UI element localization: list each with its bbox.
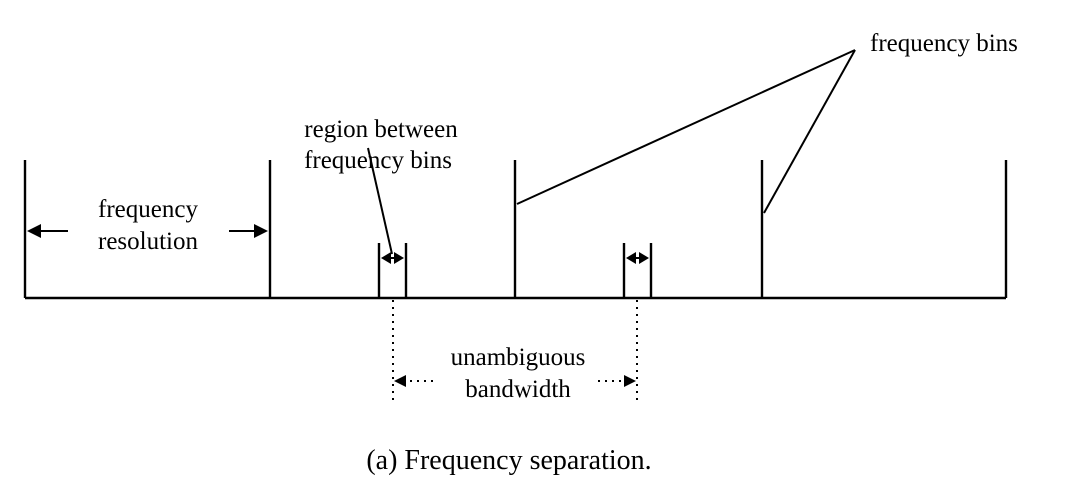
figure-caption: (a) Frequency separation.	[366, 445, 651, 476]
resolution-arrow-left	[27, 224, 68, 238]
frequency-bins-label: frequency bins	[870, 30, 1018, 57]
resolution-arrow-right	[229, 224, 268, 238]
resolution-label-line1: frequency	[98, 196, 198, 223]
region-pointer-line	[367, 147, 393, 255]
gap-arrow-1	[381, 252, 404, 264]
bandwidth-label-line1: unambiguous	[451, 344, 586, 371]
resolution-label-line2: resolution	[98, 228, 198, 255]
bandwidth-arrow-right	[598, 375, 636, 387]
region-label-line1: region between	[304, 116, 458, 143]
bins-pointer-line-2	[763, 49, 856, 214]
gap-arrow-2	[626, 252, 649, 264]
region-label-line2: frequency bins	[304, 147, 452, 174]
bandwidth-arrow-left	[394, 375, 437, 387]
bandwidth-label-line2: bandwidth	[465, 376, 571, 403]
bins-pointer-line-1	[516, 49, 856, 205]
